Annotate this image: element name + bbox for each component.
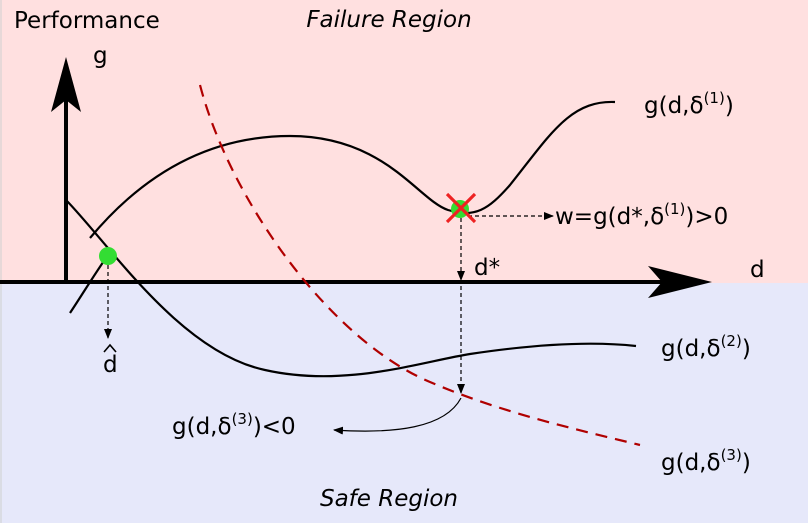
x-axis-arrowhead bbox=[648, 266, 712, 298]
g3-label: g(d,δ(3)) bbox=[661, 446, 751, 476]
negative-value-arrow bbox=[333, 397, 462, 435]
dhat-point bbox=[99, 247, 117, 265]
hat-icon bbox=[103, 343, 117, 353]
dstar-label: d* bbox=[474, 255, 500, 281]
failure-region bbox=[0, 0, 808, 283]
curve-g2 bbox=[65, 199, 637, 378]
curve-g3 bbox=[198, 84, 641, 447]
g2-label: g(d,δ(2)) bbox=[661, 332, 751, 362]
dhat-label: d bbox=[103, 352, 118, 378]
w-label: w=g(d*,δ(1))>0 bbox=[555, 200, 728, 230]
safe-region-label: Safe Region bbox=[320, 486, 458, 512]
safe-region bbox=[0, 283, 808, 523]
g1-label: g(d,δ(1)) bbox=[644, 89, 734, 119]
failure-region-label: Failure Region bbox=[306, 7, 471, 33]
y-axis-title: Performance bbox=[14, 8, 160, 34]
failure-cross-icon bbox=[445, 192, 477, 224]
y-axis-label: g bbox=[93, 43, 108, 69]
negative-value-label: g(d,δ(3))<0 bbox=[172, 410, 296, 440]
x-axis-label: d bbox=[750, 257, 765, 283]
y-axis-arrowhead bbox=[51, 57, 81, 112]
curve-g1 bbox=[89, 100, 616, 239]
